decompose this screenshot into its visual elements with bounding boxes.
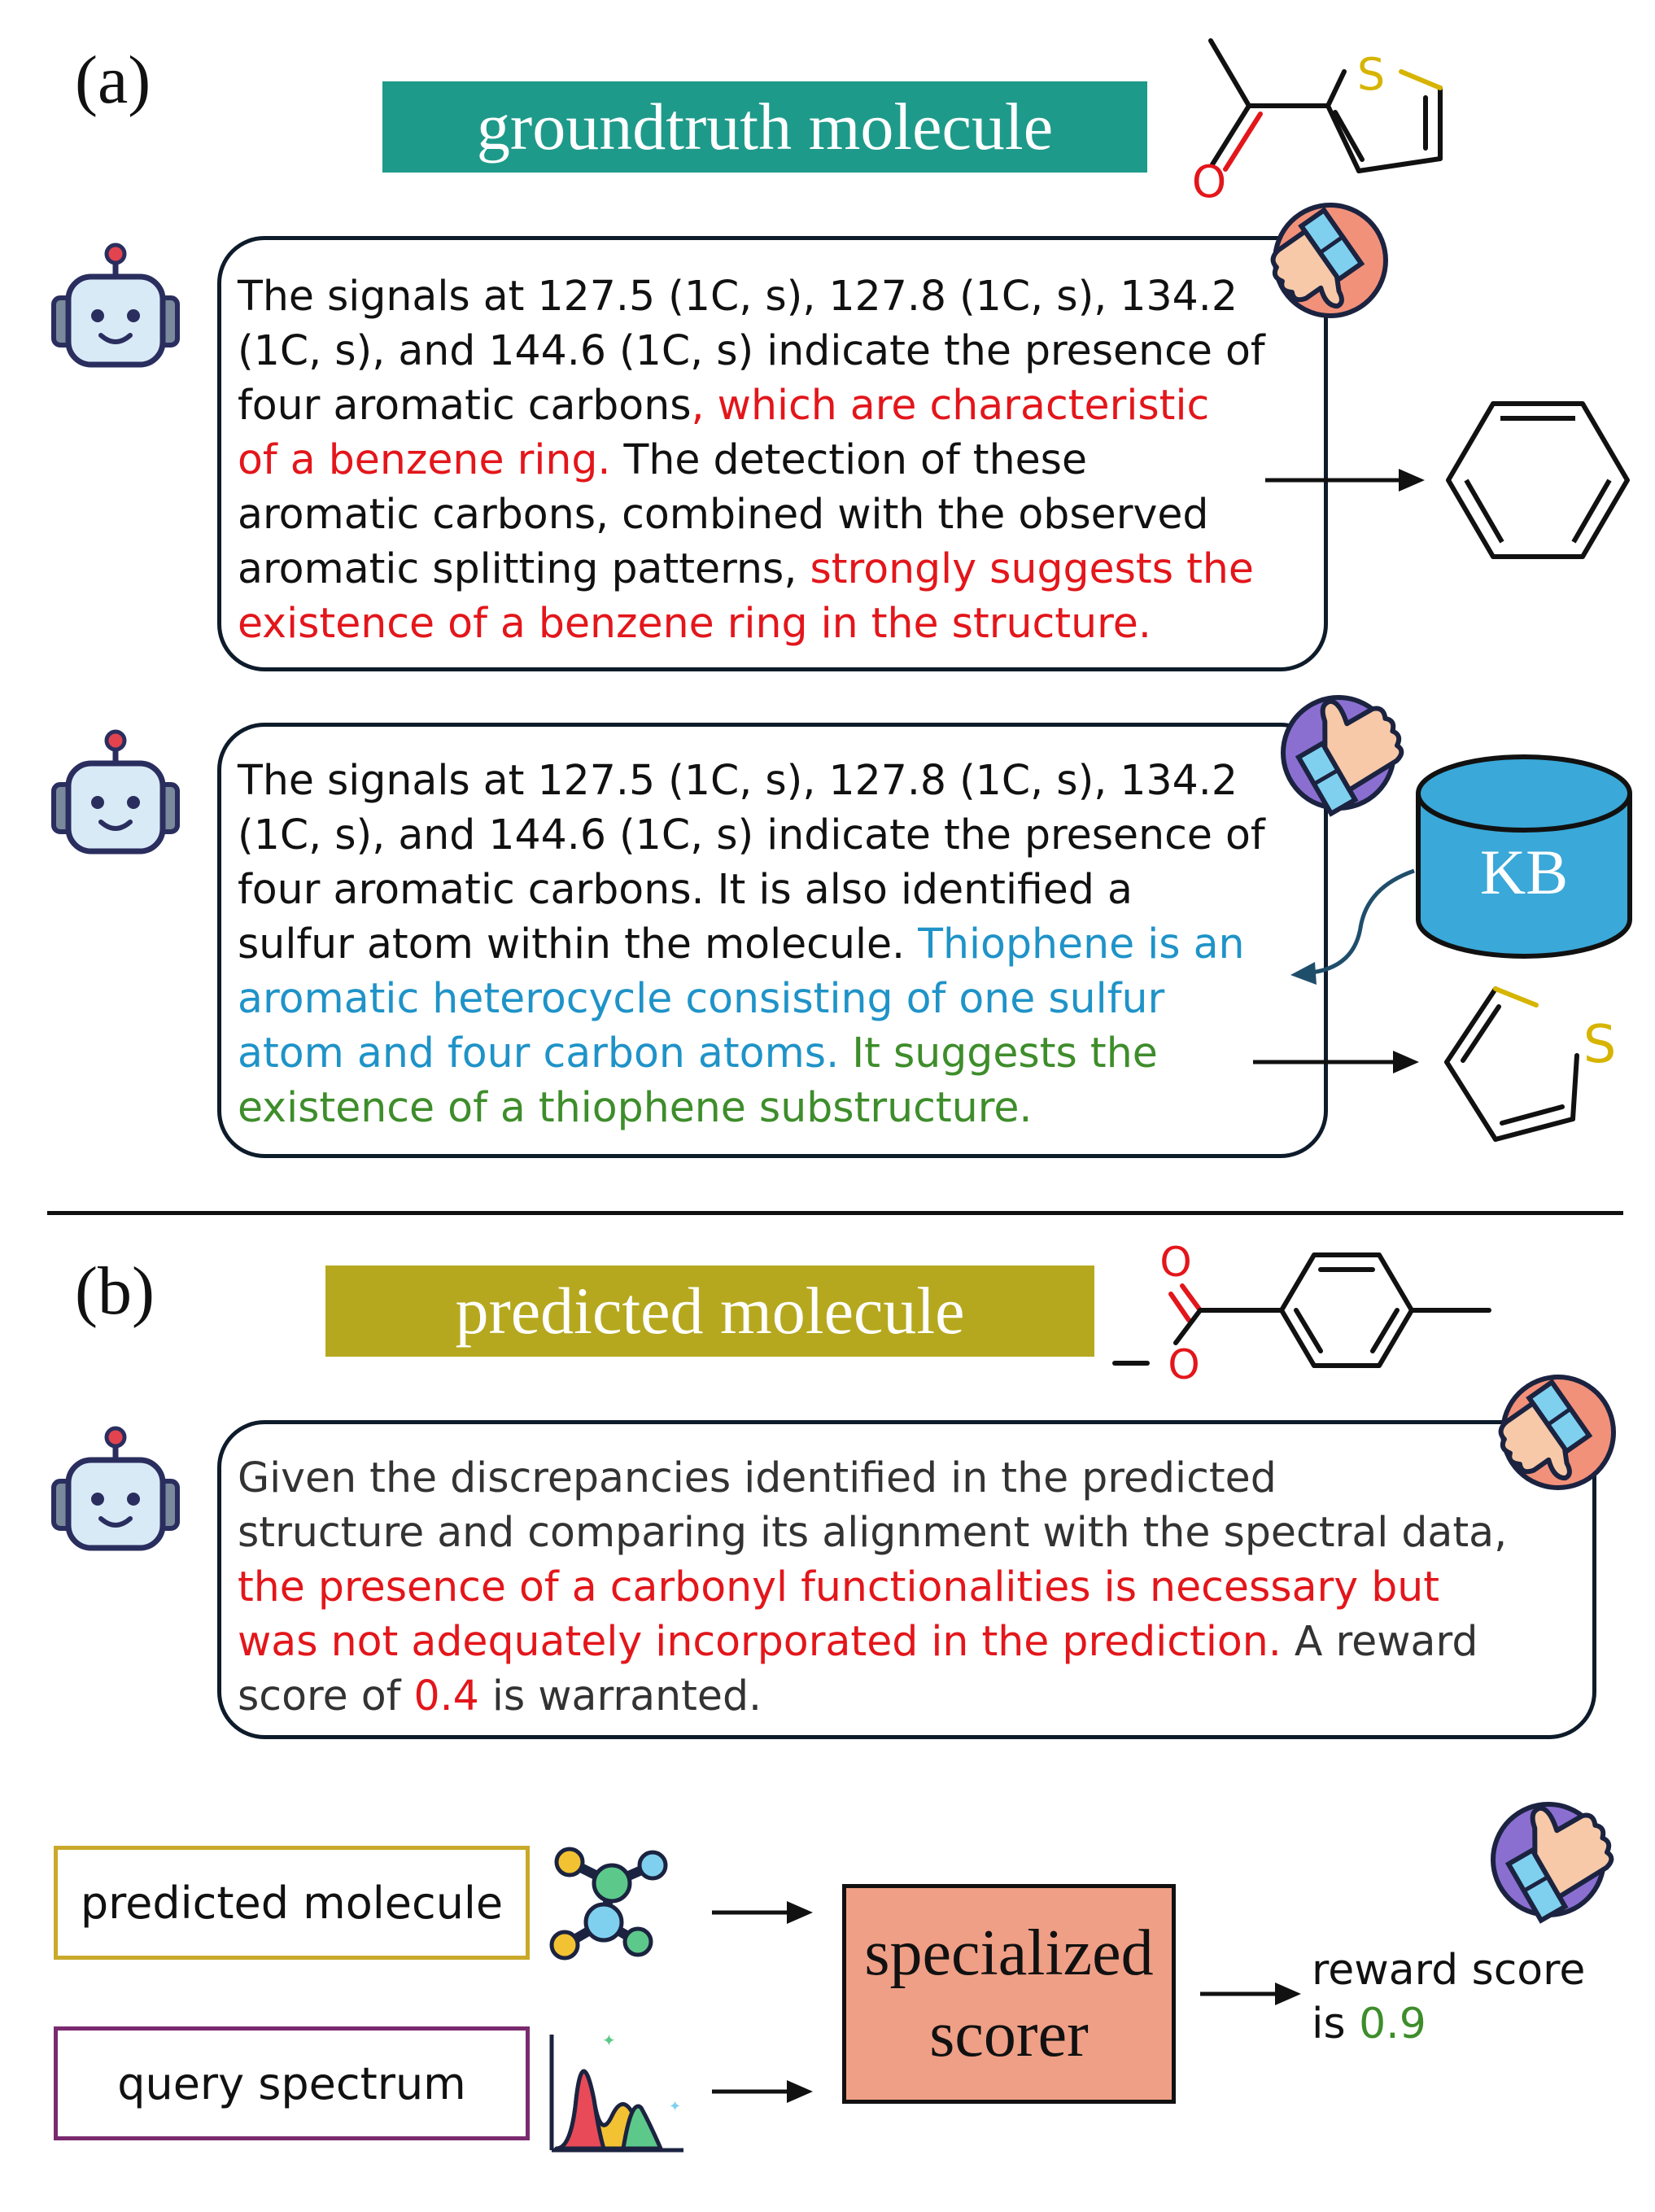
arrow-molecule-to-scorer: [712, 1901, 813, 1924]
atom-o-carbonyl: O: [1159, 1239, 1191, 1286]
benzene-structure: [1446, 401, 1630, 559]
query-spectrum-input-label: query spectrum: [117, 2057, 466, 2109]
knowledge-base-database-icon: KB: [1416, 754, 1632, 959]
arrow-scorer-to-reward: [1200, 1982, 1301, 2005]
groundtruth-molecule-structure: S O: [1192, 38, 1443, 208]
scorer-label-line2: scorer: [929, 1999, 1089, 2070]
predicted-title: predicted molecule: [325, 1266, 1094, 1357]
scorer-label-line1: specialized: [864, 1917, 1154, 1989]
kb-curved-arrow: [1290, 868, 1415, 985]
thumbs-up-icon: [1281, 695, 1404, 817]
robot-icon: [51, 1426, 180, 1551]
atom-o-label: O: [1192, 156, 1227, 208]
query-spectrum-input: query spectrum: [54, 2026, 530, 2140]
predicted-molecule-input-label: predicted molecule: [80, 1877, 504, 1929]
svg-text:✦: ✦: [669, 2098, 681, 2115]
robot-icon: [51, 243, 180, 368]
kb-label: KB: [1480, 837, 1568, 907]
reward-score-text: reward score is 0.9: [1312, 1946, 1586, 2048]
molecule-icon: [549, 1847, 668, 1961]
panel-a-label: (a): [75, 42, 151, 118]
thiophene-structure: S: [1444, 986, 1617, 1142]
section-divider: [47, 1211, 1623, 1215]
spectrum-icon: ✦ ✦: [549, 2031, 683, 2153]
arrow-to-thiophene: [1253, 1051, 1419, 1073]
reward-reasoning-text: Given the discrepancies identified in th…: [238, 1454, 1508, 1720]
panel-b-label: (b): [75, 1253, 155, 1329]
specialized-scorer-box: specialized scorer: [842, 1884, 1176, 2104]
atom-o-ester: O: [1168, 1341, 1199, 1388]
arrow-to-benzene: [1265, 469, 1425, 492]
predicted-molecule-input: predicted molecule: [54, 1846, 530, 1960]
atom-s-label: S: [1357, 49, 1385, 100]
reasoning-text-2: The signals at 127.5 (1C, s), 127.8 (1C,…: [238, 756, 1265, 1131]
thumbs-down-icon: [1498, 1375, 1616, 1490]
robot-icon: [51, 729, 180, 855]
svg-text:✦: ✦: [602, 2031, 616, 2050]
groundtruth-title: groundtruth molecule: [382, 81, 1147, 173]
predicted-title-text: predicted molecule: [455, 1274, 965, 1348]
arrow-spectrum-to-scorer: [712, 2080, 813, 2103]
reasoning-bubble-2: [217, 723, 1328, 1158]
thumbs-down-icon: [1270, 203, 1388, 318]
predicted-molecule-structure: O O: [1112, 1239, 1491, 1388]
reasoning-bubble-1: [217, 236, 1328, 671]
reasoning-text-1: The signals at 127.5 (1C, s), 127.8 (1C,…: [238, 272, 1265, 647]
thumbs-up-icon: [1491, 1802, 1614, 1924]
reward-reasoning-bubble: [217, 1420, 1596, 1739]
groundtruth-title-text: groundtruth molecule: [476, 90, 1054, 164]
thiophene-s-label: S: [1583, 1015, 1617, 1075]
